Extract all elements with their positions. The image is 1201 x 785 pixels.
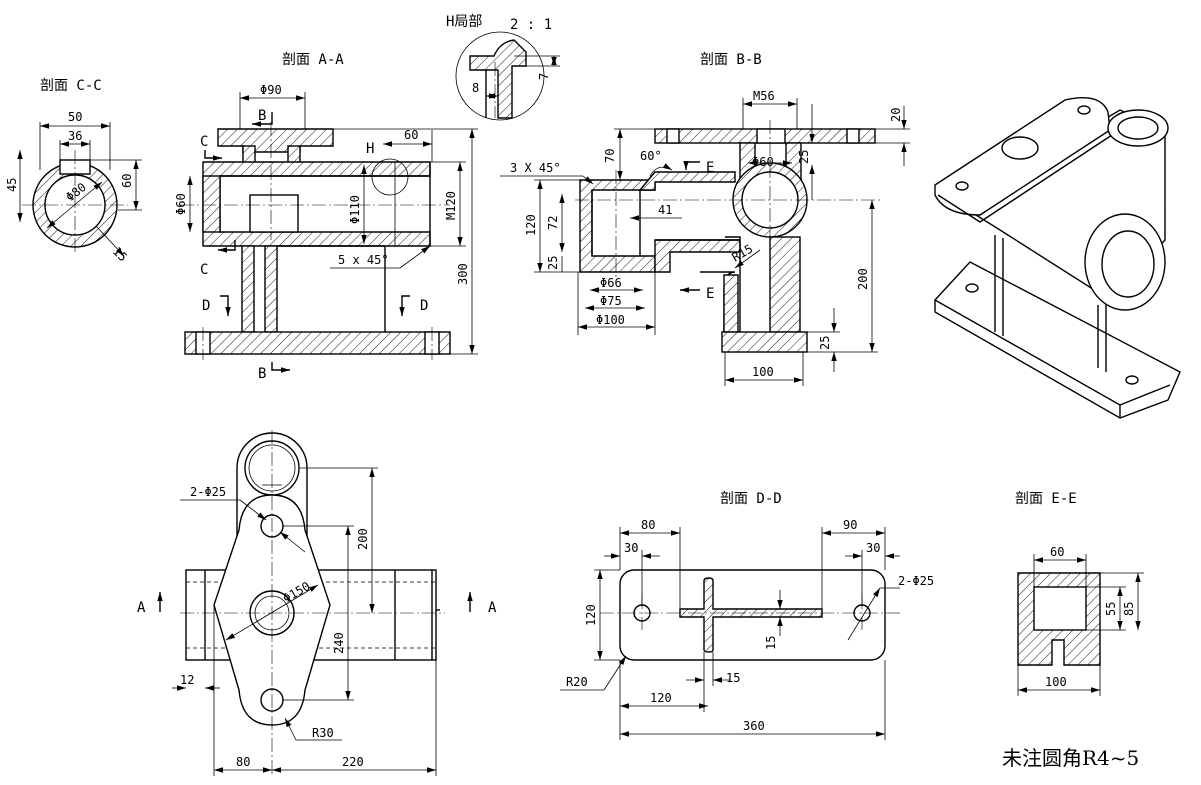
dim-dd-120b: 120	[650, 691, 672, 705]
dim-bb-d66: Φ66	[600, 276, 622, 290]
label-a-right: A	[488, 600, 497, 616]
section-c-c-title: 剖面 C-C	[40, 78, 102, 94]
label-e-top: E	[706, 160, 714, 176]
dim-bb-25a: 25	[797, 150, 811, 164]
section-d-d-title: 剖面 D-D	[720, 491, 782, 507]
dim-bb-25c: 25	[818, 336, 832, 350]
dim-ee-55: 55	[1104, 602, 1118, 616]
dim-bb-200: 200	[856, 268, 870, 290]
dim-bb-41: 41	[658, 203, 672, 217]
dim-cc-60: 60	[120, 174, 134, 188]
label-h: H	[366, 141, 374, 157]
dim-dd-r20: R20	[566, 675, 588, 689]
dim-dd-15a: 15	[764, 636, 778, 650]
section-b-b-view: 剖面 B-B E E M5	[500, 52, 910, 386]
label-d-left: D	[202, 298, 210, 314]
dim-aa-d90: Φ90	[260, 83, 282, 97]
dim-bb-60deg: 60°	[640, 149, 662, 163]
label-b-bottom: B	[258, 366, 266, 382]
section-e-e-title: 剖面 E-E	[1015, 491, 1077, 507]
dim-bb-d100: Φ100	[596, 313, 625, 327]
dim-dd-360: 360	[743, 719, 765, 733]
dim-bb-3x45: 3 X 45°	[510, 161, 561, 175]
dim-bb-120: 120	[524, 214, 538, 236]
dim-top-80: 80	[236, 755, 250, 769]
dim-dd-80: 80	[641, 518, 655, 532]
dim-dd-30b: 30	[866, 541, 880, 555]
dim-top-12: 12	[180, 673, 194, 687]
dim-bb-70: 70	[603, 149, 617, 163]
detail-h-scale: 2 : 1	[510, 17, 552, 33]
dim-cc-15: 15	[110, 244, 130, 264]
label-c-top: C	[200, 134, 208, 150]
detail-h-view: H局部 2 : 1 7 8	[446, 14, 560, 121]
isometric-view	[934, 97, 1181, 419]
dim-bb-d60: Φ60	[752, 155, 774, 169]
dim-bb-25b: 25	[546, 256, 560, 270]
dim-cc-36: 36	[68, 129, 82, 143]
dim-aa-m120: M120	[444, 191, 458, 220]
dim-aa-5x45: 5 x 45°	[338, 253, 389, 267]
label-c-bottom: C	[200, 262, 208, 278]
dim-h-8: 8	[472, 81, 479, 95]
dim-dd-2d25: 2-Φ25	[898, 574, 934, 588]
dim-ee-100: 100	[1045, 675, 1067, 689]
dim-bb-m56: M56	[753, 89, 775, 103]
dim-bb-d75: Φ75	[600, 294, 622, 308]
label-e-bottom: E	[706, 286, 714, 302]
dim-dd-15b: 15	[726, 671, 740, 685]
section-a-a-title: 剖面 A-A	[282, 52, 344, 68]
dim-ee-60: 60	[1050, 545, 1064, 559]
dim-aa-300: 300	[456, 263, 470, 285]
dim-bb-20: 20	[889, 108, 903, 122]
section-b-b-title: 剖面 B-B	[700, 52, 762, 68]
dim-aa-60: 60	[404, 128, 418, 142]
dim-cc-45: 45	[5, 178, 19, 192]
dim-top-200: 200	[356, 528, 370, 550]
label-b-top: B	[258, 108, 266, 124]
detail-h-title: H局部	[446, 14, 482, 30]
label-d-right: D	[420, 298, 428, 314]
dim-h-7: 7	[537, 73, 551, 80]
dim-dd-90: 90	[843, 518, 857, 532]
dim-dd-120a: 120	[584, 604, 598, 626]
section-a-a-view: 剖面 A-A H C C B B	[174, 52, 478, 382]
dim-top-240: 240	[332, 632, 346, 654]
top-view: A A 2-Φ25 200 Φ150 240 12 R30 80	[137, 430, 497, 776]
dim-aa-d60: Φ60	[174, 193, 188, 215]
dim-aa-d110: Φ110	[348, 195, 362, 224]
section-c-c-view: 剖面 C-C 50 36 45 60 Φ80 15	[5, 78, 142, 264]
dim-bb-72: 72	[546, 216, 560, 230]
dim-ee-85: 85	[1122, 602, 1136, 616]
section-e-e-view: 剖面 E-E 60 55 85 100	[1015, 491, 1144, 696]
dim-top-220: 220	[342, 755, 364, 769]
dim-bb-100: 100	[752, 365, 774, 379]
fillet-note: 未注圆角R4~5	[1002, 746, 1139, 770]
dim-cc-50: 50	[68, 110, 82, 124]
dim-top-2d25: 2-Φ25	[190, 485, 226, 499]
section-d-d-view: 剖面 D-D 80 90 30 30 2-Φ25 1	[560, 491, 934, 740]
dim-dd-30a: 30	[624, 541, 638, 555]
dim-top-r30: R30	[312, 726, 334, 740]
label-a-left: A	[137, 600, 146, 616]
